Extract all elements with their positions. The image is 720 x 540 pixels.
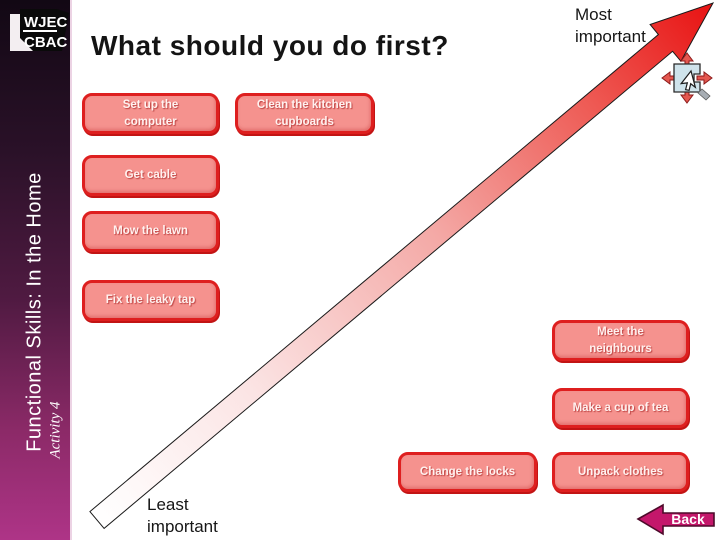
task-label: Meet the neighbours	[589, 325, 652, 355]
least-important-label: Least important	[147, 495, 218, 537]
task-meet-the-neighbours[interactable]: Meet the neighbours	[552, 320, 689, 361]
page-title: What should you do first?	[91, 30, 449, 61]
cursor-shadow	[697, 88, 711, 101]
task-label: Fix the leaky tap	[105, 294, 196, 307]
task-unpack-clothes[interactable]: Unpack clothes	[552, 452, 689, 492]
sidebar: Functional Skills: In the Home Activity …	[0, 0, 72, 540]
logo-text-wjec: WJEC	[24, 14, 68, 31]
task-label: Unpack clothes	[578, 465, 663, 478]
logo-fold	[20, 38, 33, 51]
drag-move-icon	[661, 52, 713, 104]
task-get-cable[interactable]: Get cable	[82, 155, 219, 196]
task-label: Clean the kitchen cupboards	[256, 98, 353, 128]
back-label: Back	[671, 511, 705, 527]
task-label: Change the locks	[419, 465, 516, 478]
task-label: Get cable	[124, 169, 177, 182]
task-label: Make a cup of tea	[572, 401, 669, 414]
task-change-the-locks[interactable]: Change the locks	[398, 452, 537, 492]
wjec-cbac-logo: WJEC CBAC	[10, 9, 69, 51]
back-button[interactable]: Back	[636, 503, 716, 536]
task-mow-the-lawn[interactable]: Mow the lawn	[82, 211, 219, 252]
priority-arrow-shape	[89, 2, 715, 530]
task-label: Mow the lawn	[113, 225, 188, 238]
course-title: Functional Skills: In the Home	[23, 172, 46, 452]
task-make-a-cup-of-tea[interactable]: Make a cup of tea	[552, 388, 689, 428]
most-important-label: Most important	[575, 5, 646, 47]
task-label: Set up the computer	[122, 98, 179, 128]
activity-label: Activity 4	[47, 401, 64, 459]
task-clean-the-kitchen-cupboards[interactable]: Clean the kitchen cupboards	[235, 93, 374, 134]
task-fix-the-leaky-tap[interactable]: Fix the leaky tap	[82, 280, 219, 321]
logo-text-cbac: CBAC	[24, 34, 67, 51]
task-set-up-the-computer[interactable]: Set up the computer	[82, 93, 219, 134]
